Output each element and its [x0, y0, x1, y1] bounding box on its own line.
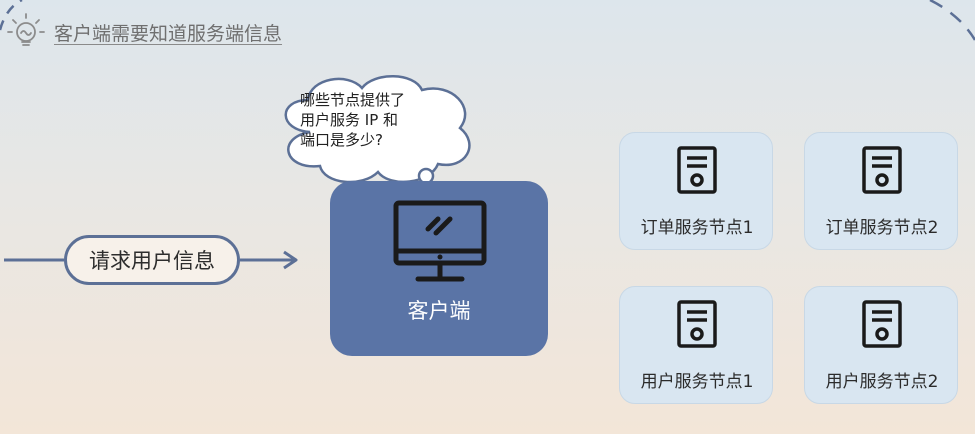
node-order-service-2: 订单服务节点2	[804, 132, 958, 250]
thought-line: 用户服务 IP 和	[300, 111, 399, 129]
request-label: 请求用户信息	[89, 249, 215, 273]
node-label: 用户服务节点2	[825, 372, 939, 392]
thought-line: 端口是多少?	[300, 131, 383, 149]
server-icon	[862, 300, 902, 348]
client-box: 客户端	[330, 181, 548, 356]
thought-line: 哪些节点提供了	[300, 91, 406, 109]
request-user-info-pill: 请求用户信息	[64, 235, 240, 285]
server-icon	[677, 146, 717, 194]
monitor-icon	[393, 200, 487, 282]
node-user-service-2: 用户服务节点2	[804, 286, 958, 404]
node-label: 用户服务节点1	[640, 372, 754, 392]
thought-text: 哪些节点提供了 用户服务 IP 和 端口是多少?	[300, 90, 450, 150]
page-title: 客户端需要知道服务端信息	[54, 22, 283, 45]
node-label: 订单服务节点1	[640, 218, 754, 238]
client-label: 客户端	[407, 299, 471, 323]
server-icon	[677, 300, 717, 348]
node-user-service-1: 用户服务节点1	[619, 286, 773, 404]
server-icon	[862, 146, 902, 194]
node-label: 订单服务节点2	[825, 218, 939, 238]
header: 客户端需要知道服务端信息	[6, 12, 282, 52]
lightbulb-icon	[7, 13, 45, 46]
node-order-service-1: 订单服务节点1	[619, 132, 773, 250]
